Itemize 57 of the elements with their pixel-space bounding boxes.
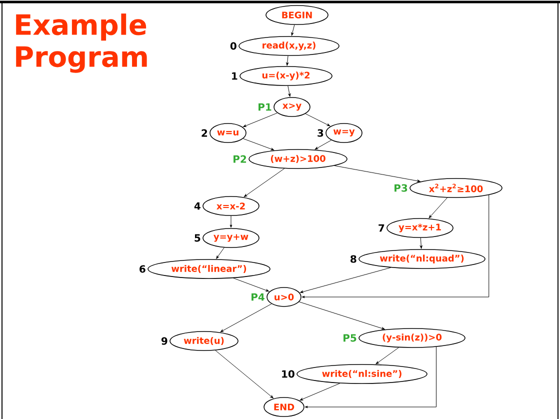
arrow xyxy=(242,138,274,150)
predicate-label: P5 xyxy=(344,334,356,342)
ellipse-node: y=x*z+1 xyxy=(386,218,454,238)
ellipse-node: x>y xyxy=(274,97,310,117)
ellipse-node: w=u xyxy=(210,123,246,143)
ellipse-node: u=(x-y)*2 xyxy=(240,66,332,86)
title: Example Program xyxy=(16,14,147,73)
ellipse-node: write(“nl:quad”) xyxy=(358,249,486,269)
node-number: 0 xyxy=(230,42,236,50)
ellipse-node: read(x,y,z) xyxy=(238,36,340,56)
node-number: 3 xyxy=(318,129,324,137)
ellipse-node: write(“nl:sine”) xyxy=(296,364,428,384)
node-number: 10 xyxy=(282,370,294,378)
ellipse-node: BEGIN xyxy=(266,5,328,25)
node-number: 5 xyxy=(194,234,200,242)
arrow xyxy=(286,56,288,66)
ellipse-node: write(u) xyxy=(170,331,238,351)
arrow xyxy=(216,247,224,259)
arrow xyxy=(420,238,422,249)
node-number: 6 xyxy=(140,265,146,273)
arrow xyxy=(233,278,270,292)
node-number: 9 xyxy=(161,337,168,345)
arrow xyxy=(230,216,232,228)
arrow xyxy=(298,302,385,330)
predicate-label: P2 xyxy=(234,155,246,163)
arrow xyxy=(302,194,490,298)
arrow xyxy=(428,197,448,218)
arrow xyxy=(305,113,330,126)
ellipse-node: y=y+w xyxy=(202,228,260,248)
node-number: 4 xyxy=(194,202,200,210)
node-number: 1 xyxy=(232,72,238,80)
ellipse-node: x$^{2}$+z$^{2}$≥100 xyxy=(410,178,502,198)
arrow xyxy=(243,112,278,127)
arrow xyxy=(334,165,420,182)
node-number: 7 xyxy=(378,224,384,232)
arrow xyxy=(376,347,399,364)
ellipse-node: write(“linear”) xyxy=(148,259,270,279)
ellipse-node: u>0 xyxy=(266,287,302,307)
predicate-label: P4 xyxy=(252,293,264,301)
arrow xyxy=(220,304,272,332)
arrow xyxy=(314,140,332,150)
ellipse-node: END xyxy=(264,397,304,417)
node-number: 2 xyxy=(202,129,208,137)
predicate-label: P1 xyxy=(258,103,272,111)
arrow xyxy=(300,383,340,400)
arrow xyxy=(291,24,295,36)
ellipse-node: x=x-2 xyxy=(202,196,260,216)
ellipse-node: (w+z)>100 xyxy=(248,149,348,169)
arrow xyxy=(244,168,285,197)
arrow xyxy=(304,346,436,408)
ellipse-node: w=y xyxy=(326,123,362,143)
ellipse-node: (y-sin(z))>0 xyxy=(358,328,466,348)
node-number: 8 xyxy=(350,255,356,263)
arrow xyxy=(288,86,291,97)
arrow xyxy=(300,267,391,293)
arrow xyxy=(215,350,274,398)
predicate-label: P3 xyxy=(394,184,408,192)
